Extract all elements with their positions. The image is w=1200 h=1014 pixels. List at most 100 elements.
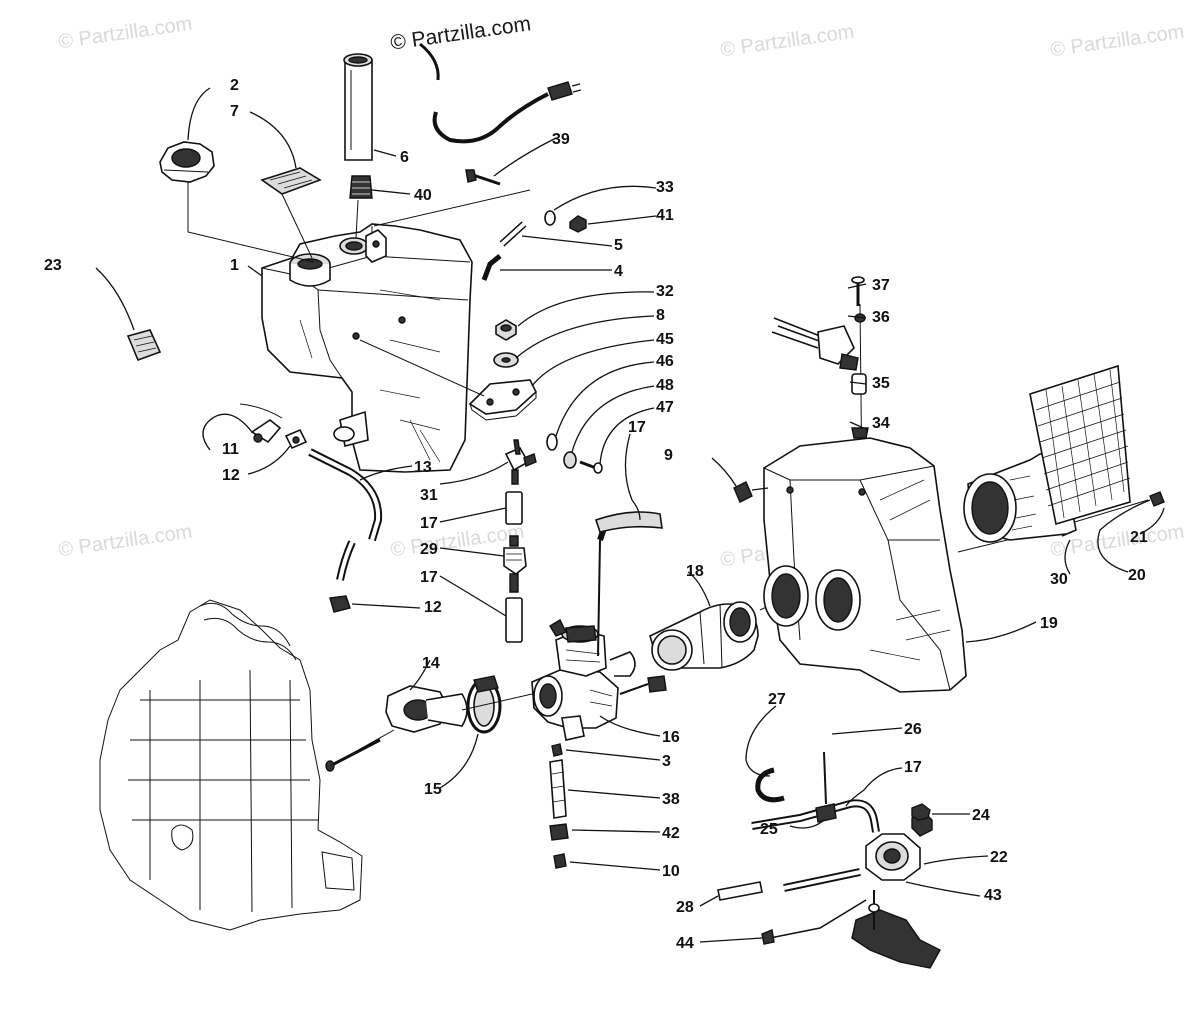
washer-48 (546, 433, 558, 451)
carburetor (531, 619, 636, 741)
callout-35: 35 (872, 375, 890, 392)
oil-level-tube (343, 53, 373, 161)
callout-17-upper: 17 (420, 515, 438, 532)
callout-40: 40 (414, 187, 432, 204)
cap-gasket (260, 167, 322, 195)
callout-4: 4 (614, 263, 623, 280)
clamp-12-upper (284, 428, 308, 450)
intake-boot (649, 601, 759, 671)
callout-17-boot: 17 (628, 419, 646, 436)
callout-3: 3 (662, 753, 671, 770)
callout-17-lower: 17 (420, 569, 438, 586)
callout-30: 30 (1050, 571, 1068, 588)
callout-23: 23 (44, 257, 62, 274)
intake-flange (385, 685, 468, 733)
ground-wire-44 (761, 899, 867, 945)
callout-26: 26 (904, 721, 922, 738)
callout-31: 31 (420, 487, 438, 504)
clip-27 (755, 767, 785, 803)
callout-2: 2 (230, 77, 239, 94)
clip-9 (733, 481, 769, 503)
leader-lines (95, 87, 1165, 943)
callout-45: 45 (656, 331, 674, 348)
carb-wire (619, 675, 667, 695)
callout-21: 21 (1130, 529, 1148, 546)
screw-39 (465, 169, 501, 186)
washer-46 (563, 451, 577, 469)
oil-tank-cap (159, 141, 215, 183)
callout-15: 15 (424, 781, 442, 798)
callout-28: 28 (676, 899, 694, 916)
tube-grommet (349, 175, 373, 199)
fuel-hose-upper (505, 491, 523, 525)
callout-46: 46 (656, 353, 674, 370)
callout-labels: 2 7 1 23 6 40 39 33 41 5 4 32 8 45 46 48… (44, 77, 1148, 952)
oil-tank (261, 223, 473, 473)
washer-8 (493, 352, 519, 368)
callout-47: 47 (656, 399, 674, 416)
callout-37: 37 (872, 277, 890, 294)
callout-18: 18 (686, 563, 704, 580)
washer-33 (544, 210, 556, 226)
mounting-bracket (468, 379, 537, 421)
callout-32: 32 (656, 283, 674, 300)
screw-37 (851, 276, 865, 306)
callout-17-pump: 17 (904, 759, 922, 776)
engine-block (99, 599, 363, 931)
callout-41: 41 (656, 207, 674, 224)
callout-13: 13 (414, 459, 432, 476)
callout-19: 19 (1040, 615, 1058, 632)
callout-33: 33 (656, 179, 674, 196)
needle-26 (823, 751, 827, 805)
screw-21 (1149, 491, 1165, 507)
fuel-filter (503, 535, 527, 593)
hose-28 (717, 881, 763, 901)
callout-24: 24 (972, 807, 990, 824)
elbow-fitting-11 (250, 419, 282, 444)
clamp-12-lower (329, 595, 351, 613)
callout-9: 9 (664, 447, 673, 464)
fuel-pump (865, 811, 933, 881)
clamp-25 (815, 803, 837, 823)
wire-harness (771, 317, 859, 371)
callout-22: 22 (990, 849, 1008, 866)
callout-12-upper: 12 (222, 467, 240, 484)
nut-41 (569, 215, 587, 233)
intake-clamp (466, 675, 502, 734)
drain-fitting (551, 743, 563, 757)
air-screen (1029, 364, 1131, 526)
callout-48: 48 (656, 377, 674, 394)
pulse-hose (751, 799, 880, 833)
boot-sleeve-17 (594, 511, 663, 533)
callout-7: 7 (230, 103, 239, 120)
fuel-hose-lower (505, 597, 523, 643)
clamp-42 (549, 823, 569, 841)
warning-decal (126, 329, 162, 362)
callout-5: 5 (614, 237, 623, 254)
callout-20: 20 (1128, 567, 1146, 584)
callout-12-lower: 12 (424, 599, 442, 616)
callout-38: 38 (662, 791, 680, 808)
callout-29: 29 (420, 541, 438, 558)
air-silencer (763, 437, 967, 693)
drain-hose (549, 759, 567, 819)
pulse-hose-lower (783, 868, 861, 892)
flange-bolt (325, 738, 381, 772)
callout-36: 36 (872, 309, 890, 326)
callout-34: 34 (872, 415, 890, 432)
callout-6: 6 (400, 149, 409, 166)
vent-hose (499, 221, 527, 247)
pump-bracket (851, 890, 941, 969)
plug-10 (553, 853, 567, 869)
callout-16: 16 (662, 729, 680, 746)
callout-11: 11 (222, 441, 239, 458)
callout-27: 27 (768, 691, 786, 708)
callout-42: 42 (662, 825, 680, 842)
callout-8: 8 (656, 307, 665, 324)
callout-25: 25 (760, 821, 778, 838)
callout-39: 39 (552, 131, 570, 148)
nut-32 (495, 319, 517, 341)
callout-14: 14 (422, 655, 440, 672)
